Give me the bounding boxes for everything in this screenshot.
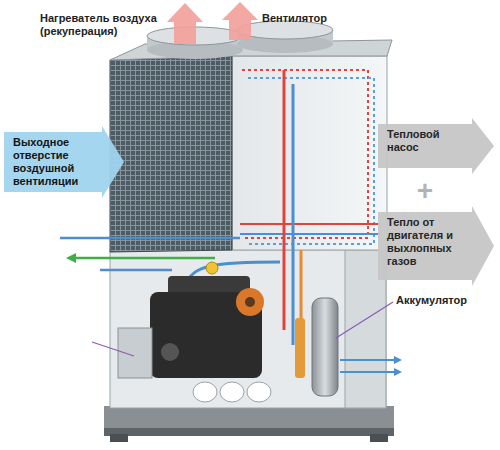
refrigerant-pipes (72, 257, 215, 260)
arrow-shape (378, 118, 494, 174)
gas-engine (245, 297, 255, 307)
refrigerant-pipes (394, 368, 402, 376)
upper-interior (242, 70, 368, 238)
exhaust-muffler (220, 382, 244, 402)
arrow-shape (4, 126, 124, 198)
flow-arrow: Тепловой насос (378, 118, 494, 174)
upper-interior (248, 78, 374, 244)
refrigerant-pipes (100, 269, 172, 272)
leader-line (92, 342, 134, 356)
refrigerant-pipes (340, 371, 398, 373)
refrigerant-pipes (394, 356, 402, 364)
warm-air-arrow (167, 2, 258, 44)
refrigerant-pipes (300, 250, 303, 325)
refrigerant-pipes (283, 70, 286, 330)
gas-engine (118, 328, 152, 378)
accumulator-tank (312, 298, 338, 396)
upper-interior (232, 56, 387, 250)
gas-engine (118, 262, 264, 378)
upper-interior (232, 56, 387, 250)
arrow-label: Тепловой насос (387, 128, 468, 154)
base-frame (110, 434, 128, 442)
refrigerant-pipes (292, 84, 295, 345)
refrigerant-pipes (60, 237, 240, 240)
base-frame (104, 406, 394, 442)
exhaust-muffler (193, 382, 217, 402)
arrow-body: Тепловой насос (378, 118, 494, 164)
upper-interior (240, 233, 380, 235)
flow-arrow: Тепло от двигателя и выхлопных газов (378, 206, 494, 286)
condenser-grille (110, 56, 232, 252)
callout-label: Вентилятор (262, 12, 352, 25)
callout-label: Нагреватель воздуха (рекуперация) (40, 12, 164, 38)
gas-engine (206, 262, 218, 274)
leader-line (336, 302, 393, 338)
arrow-label: Тепло от двигателя и выхлопных газов (387, 216, 468, 268)
accumulator-tank (295, 318, 305, 378)
arrow-body: Выходное отверстие воздушной вентиляции (4, 126, 124, 198)
gas-engine (236, 288, 264, 316)
arrow-shape (378, 206, 494, 286)
base-frame (104, 428, 394, 436)
exhaust-muffler (247, 382, 271, 402)
flow-arrow: Выходное отверстие воздушной вентиляции (4, 126, 124, 198)
arrow-body: Тепло от двигателя и выхлопных газов (378, 206, 494, 278)
lower-compartment (110, 250, 386, 408)
base-frame (370, 434, 388, 442)
plus-sign: + (412, 176, 438, 206)
exhaust-muffler (193, 382, 271, 402)
condenser-grille (110, 56, 232, 252)
arrow-label: Выходное отверстие воздушной вентиляции (13, 136, 98, 188)
refrigerant-pipes (66, 253, 76, 263)
upper-interior (240, 223, 380, 225)
callout-label: Аккумулятор (396, 294, 492, 307)
warm-air-arrow (222, 2, 258, 40)
leader-line (92, 302, 393, 356)
refrigerant-pipes (340, 359, 398, 361)
lower-compartment (110, 250, 386, 408)
accumulator-tank (295, 298, 338, 396)
warm-air-arrow (167, 3, 203, 44)
gas-engine (161, 343, 179, 361)
